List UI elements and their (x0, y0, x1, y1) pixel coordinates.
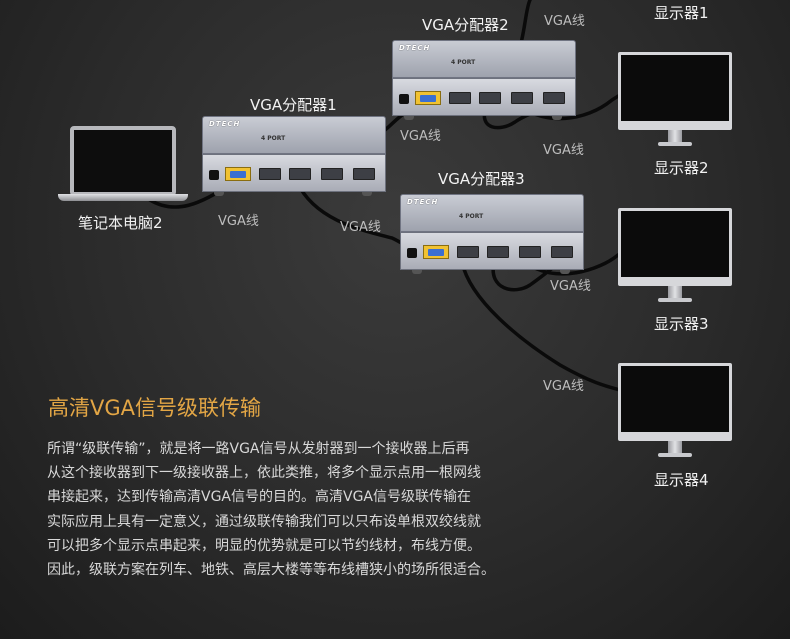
vga-output-port (519, 246, 541, 258)
vga-input-port (225, 167, 251, 181)
brand-logo: DTECH (399, 44, 431, 52)
monitor-screen (618, 208, 732, 286)
vga-input-port (415, 91, 441, 105)
splitter3-label: VGA分配器3 (438, 170, 525, 188)
vga-output-port (551, 246, 573, 258)
paragraph-line: 实际应用上具有一定意义，通过级联传输我们可以只布设单根双绞线就 (47, 513, 481, 530)
paragraph-line: 从这个接收器到下一级接收器上，依此类推，将多个显示点用一根网线 (47, 465, 481, 482)
dc-power-port (407, 248, 417, 258)
brand-logo: DTECH (407, 198, 439, 206)
monitor2 (618, 52, 732, 152)
paragraph-line: 因此，级联方案在列车、地铁、高层大楼等等布线槽狭小的场所很适合。 (47, 562, 495, 579)
paragraph-line: 串接起来，达到传输高清VGA信号的目的。高清VGA信号级联传输在 (47, 489, 472, 506)
monitor-stand (658, 453, 692, 457)
device-foot (404, 116, 414, 120)
monitor-neck (668, 441, 682, 453)
splitter2-label: VGA分配器2 (422, 16, 509, 34)
vga-cable-label: VGA线 (218, 214, 259, 229)
dc-power-port (209, 170, 219, 180)
port-label: 4 PORT (261, 135, 286, 142)
vga-cable-label: VGA线 (550, 279, 591, 294)
vga-output-port (289, 168, 311, 180)
monitor1-label: 显示器1 (654, 4, 709, 22)
vga-output-port (511, 92, 533, 104)
description-paragraph: 所谓“级联传输”，就是将一路VGA信号从发射器到一个接收器上后再 从这个接收器到… (47, 437, 577, 582)
splitter2-front (392, 78, 576, 116)
monitor2-label: 显示器2 (654, 159, 709, 177)
vga-output-port (543, 92, 565, 104)
monitor3-label: 显示器3 (654, 315, 709, 333)
monitor4 (618, 363, 732, 463)
vga-output-port (479, 92, 501, 104)
monitor4-label: 显示器4 (654, 471, 709, 489)
vga-cable-label: VGA线 (543, 143, 584, 158)
vga-output-port (449, 92, 471, 104)
port-label: 4 PORT (459, 213, 484, 220)
splitter1-label: VGA分配器1 (250, 96, 337, 114)
brand-logo: DTECH (209, 120, 241, 128)
laptop-screen (70, 126, 176, 196)
vga-cable-label: VGA线 (400, 129, 441, 144)
vga-cable-label: VGA线 (544, 14, 585, 29)
monitor-stand (658, 298, 692, 302)
laptop-label: 笔记本电脑2 (78, 214, 163, 232)
paragraph-line: 所谓“级联传输”，就是将一路VGA信号从发射器到一个接收器上后再 (47, 441, 470, 457)
monitor-screen (618, 52, 732, 130)
dc-power-port (399, 94, 409, 104)
splitter3-top: DTECH 4 PORT (400, 194, 584, 232)
vga-output-port (321, 168, 343, 180)
vga-output-port (487, 246, 509, 258)
splitter3: DTECH 4 PORT (400, 194, 584, 276)
splitter3-front (400, 232, 584, 270)
vga-cable-label: VGA线 (543, 379, 584, 394)
device-foot (362, 192, 372, 196)
monitor-screen (618, 363, 732, 441)
laptop-base (58, 194, 188, 201)
cable-splitter3-to-monitor4 (460, 260, 622, 392)
monitor3 (618, 208, 732, 308)
device-foot (214, 192, 224, 196)
monitor-stand (658, 142, 692, 146)
section-heading: 高清VGA信号级联传输 (48, 396, 262, 420)
port-label: 4 PORT (451, 59, 476, 66)
device-foot (552, 116, 562, 120)
splitter2: DTECH 4 PORT (392, 40, 576, 122)
vga-input-port (423, 245, 449, 259)
vga-cable-label: VGA线 (340, 220, 381, 235)
device-foot (560, 270, 570, 274)
vga-output-port (353, 168, 375, 180)
paragraph-line: 可以把多个显示点串起来，明显的优势就是可以节约线材，布线方便。 (47, 537, 481, 554)
splitter1: DTECH 4 PORT (202, 116, 386, 198)
vga-output-port (457, 246, 479, 258)
splitter1-front (202, 154, 386, 192)
monitor-neck (668, 130, 682, 142)
splitter2-top: DTECH 4 PORT (392, 40, 576, 78)
splitter1-top: DTECH 4 PORT (202, 116, 386, 154)
device-foot (412, 270, 422, 274)
vga-output-port (259, 168, 281, 180)
monitor-neck (668, 286, 682, 298)
